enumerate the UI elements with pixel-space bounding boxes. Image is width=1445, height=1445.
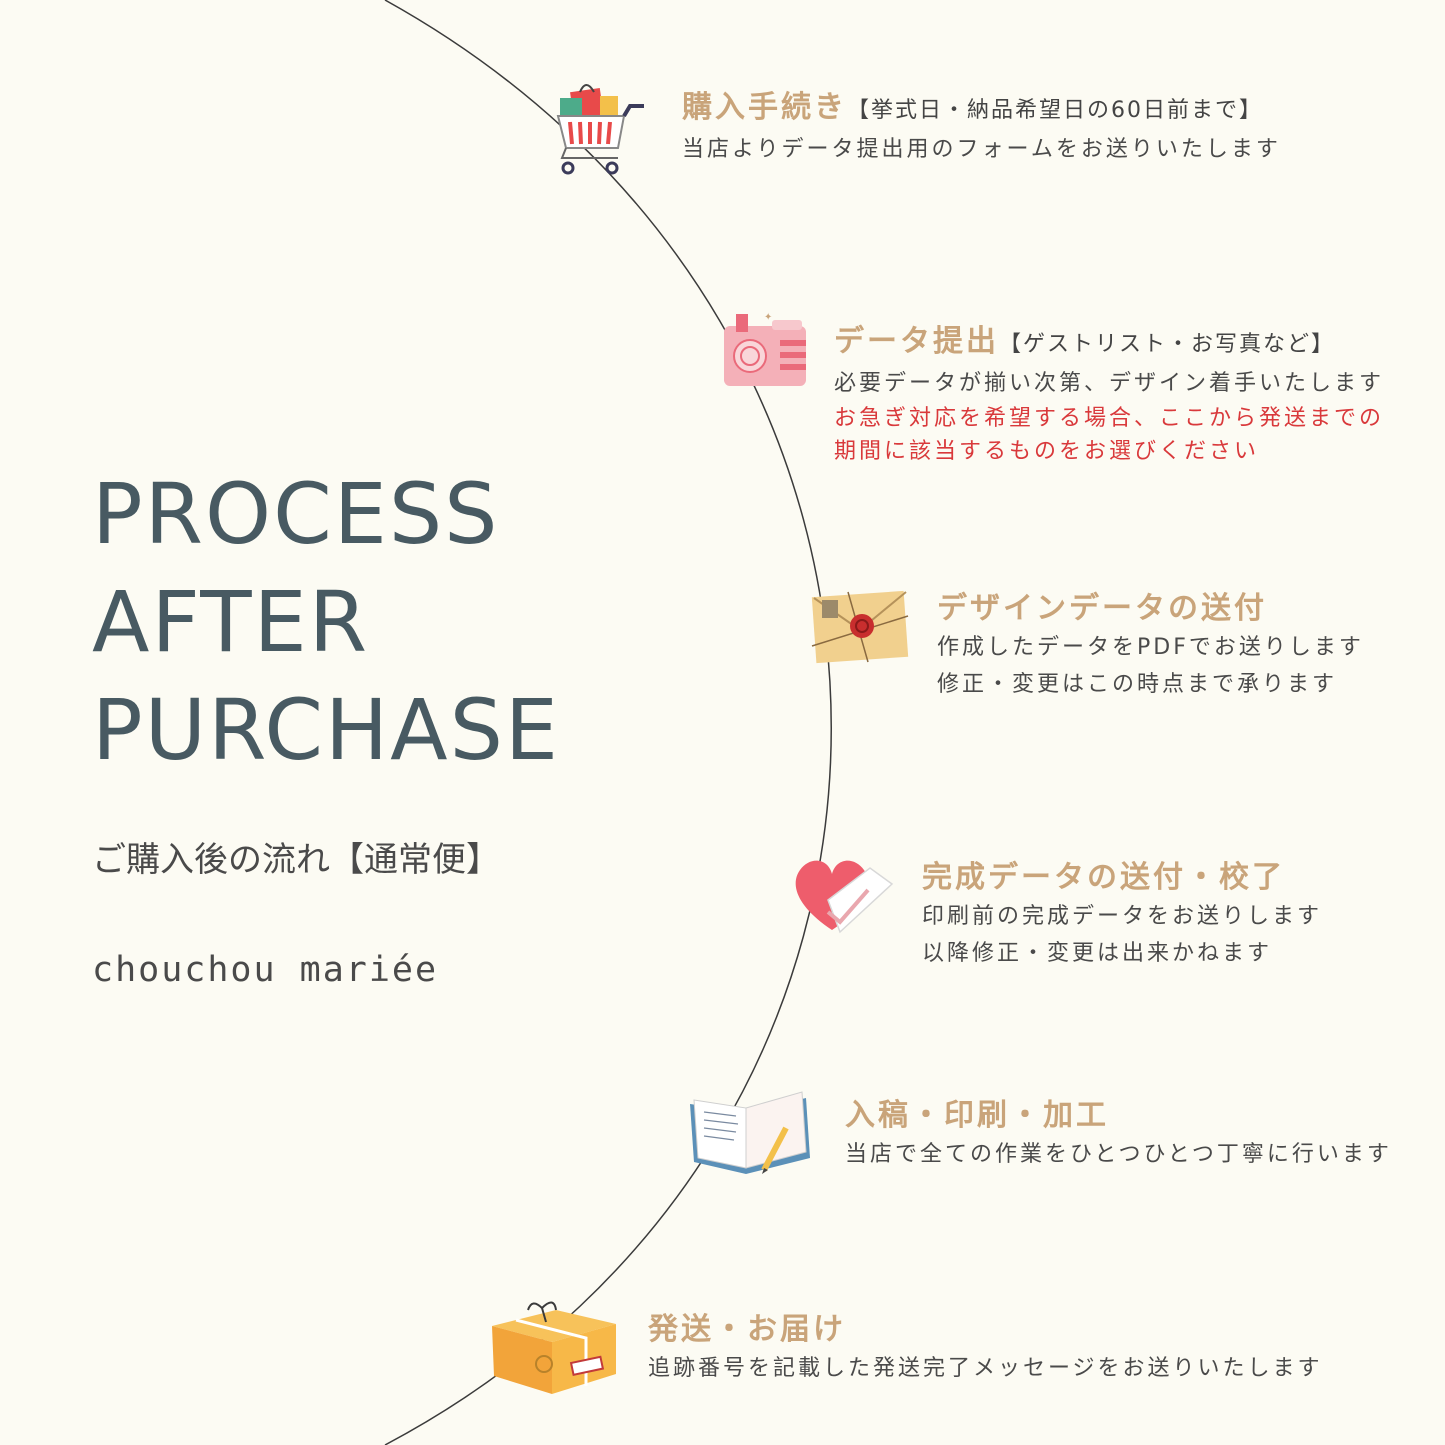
step-warning: 期間に該当するものをお選びください bbox=[834, 439, 1260, 464]
step-title: 購入手続き bbox=[682, 90, 847, 125]
step-warning: お急ぎ対応を希望する場合、ここから発送までの bbox=[834, 406, 1385, 431]
step-title: 発送・お届け bbox=[648, 1312, 846, 1347]
heart-check-icon bbox=[795, 860, 894, 934]
step-description: 必要データが揃い次第、デザイン着手いたします bbox=[834, 371, 1385, 396]
step-description: 印刷前の完成データをお送りします bbox=[922, 904, 1323, 929]
step-description: 修正・変更はこの時点まで承ります bbox=[937, 672, 1338, 697]
title-line: AFTER bbox=[92, 573, 370, 671]
camera-icon: ✦ bbox=[724, 312, 806, 386]
step-title: 完成データの送付・校了 bbox=[922, 860, 1285, 895]
step-note: 【ゲストリスト・お写真など】 bbox=[999, 332, 1336, 357]
svg-text:✦: ✦ bbox=[764, 312, 772, 323]
step-description: 以降修正・変更は出来かねます bbox=[922, 941, 1273, 966]
brand-name: chouchou mariée bbox=[92, 950, 439, 990]
title-line: PROCESS bbox=[92, 465, 500, 563]
envelope-icon bbox=[811, 590, 909, 664]
page-title: PROCESS AFTER PURCHASE bbox=[92, 460, 560, 784]
package-icon bbox=[492, 1301, 616, 1394]
step-description: 当店よりデータ提出用のフォームをお送りいたします bbox=[682, 137, 1281, 162]
step-note: 【挙式日・納品希望日の60日前まで】 bbox=[847, 98, 1263, 123]
step-title-row: データ提出【ゲストリスト・お写真など】 bbox=[834, 322, 1384, 365]
step-description: 作成したデータをPDFでお送りします bbox=[937, 635, 1364, 660]
step-final-proof: 完成データの送付・校了 印刷前の完成データをお送りします 以降修正・変更は出来か… bbox=[922, 858, 1322, 972]
step-title: 入稿・印刷・加工 bbox=[845, 1098, 1109, 1133]
step-design-delivery: デザインデータの送付 作成したデータをPDFでお送りします 修正・変更はこの時点… bbox=[937, 589, 1364, 703]
step-title: デザインデータの送付 bbox=[937, 591, 1267, 626]
step-title: データ提出 bbox=[834, 324, 999, 359]
step-purchase: 購入手続き【挙式日・納品希望日の60日前まで】 当店よりデータ提出用のフォームを… bbox=[682, 88, 1281, 168]
step-data-submission: データ提出【ゲストリスト・お写真など】 必要データが揃い次第、デザイン着手いたし… bbox=[834, 322, 1384, 468]
title-line: PURCHASE bbox=[92, 681, 560, 779]
step-description: 当店で全ての作業をひとつひとつ丁寧に行います bbox=[845, 1142, 1392, 1167]
step-printing: 入稿・印刷・加工 当店で全ての作業をひとつひとつ丁寧に行います bbox=[845, 1096, 1392, 1173]
step-title-row: 購入手続き【挙式日・納品希望日の60日前まで】 bbox=[682, 88, 1281, 131]
step-shipping: 発送・お届け 追跡番号を記載した発送完了メッセージをお送りいたします bbox=[648, 1310, 1323, 1387]
step-description: 追跡番号を記載した発送完了メッセージをお送りいたします bbox=[648, 1356, 1323, 1381]
page-subtitle: ご購入後の流れ【通常便】 bbox=[92, 840, 500, 880]
shopping-cart-icon bbox=[556, 84, 644, 175]
notebook-icon bbox=[690, 1091, 810, 1174]
